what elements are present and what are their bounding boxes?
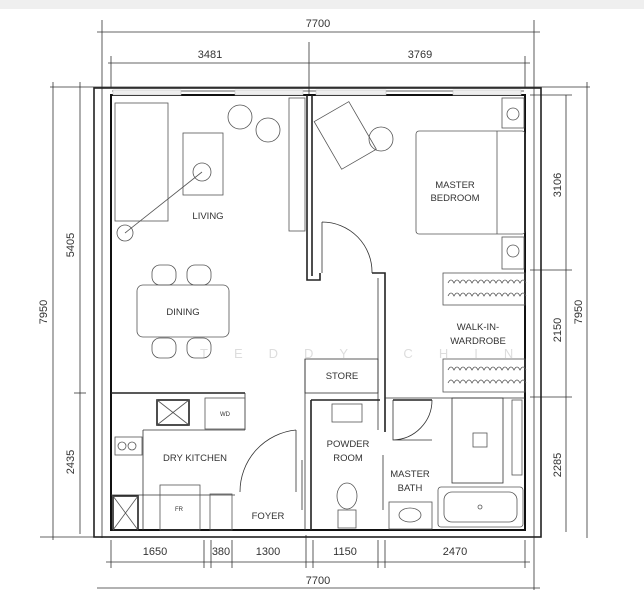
room-label-master-bath-1: MASTER bbox=[390, 469, 430, 480]
coffee-table-icon bbox=[182, 132, 224, 196]
dim-top-right: 3769 bbox=[408, 49, 432, 61]
windows bbox=[112, 89, 522, 96]
room-label-living: LIVING bbox=[192, 211, 223, 222]
cabinet-icon bbox=[112, 495, 139, 531]
room-label-master-bedroom-2: BEDROOM bbox=[430, 193, 479, 204]
dining-table-icon bbox=[136, 264, 230, 359]
room-label-store: STORE bbox=[326, 371, 359, 382]
fridge-icon bbox=[159, 484, 201, 531]
dim-right-lower: 2285 bbox=[552, 453, 564, 477]
room-label-walk-in-wardrobe-2: WARDROBE bbox=[450, 336, 506, 347]
armchair-icon bbox=[227, 104, 253, 130]
sink-icon bbox=[156, 399, 190, 426]
toilet-icon bbox=[331, 403, 363, 529]
dim-bottom-1: 1650 bbox=[143, 546, 167, 558]
room-label-master-bedroom-1: MASTER bbox=[435, 180, 475, 191]
top-dimension-lines bbox=[50, 20, 590, 590]
kitchen-fixtures bbox=[112, 397, 246, 531]
room-label-walk-in-wardrobe-1: WALK-IN- bbox=[457, 322, 499, 333]
watermark: TEDDY CHIN bbox=[200, 346, 539, 361]
dim-right-middle: 2150 bbox=[552, 318, 564, 342]
sofa-icon bbox=[114, 102, 169, 222]
fridge-label: FR bbox=[175, 507, 184, 513]
dim-top-total: 7700 bbox=[306, 18, 330, 30]
hob-icon bbox=[114, 436, 143, 456]
dim-bottom-2: 380 bbox=[212, 546, 230, 558]
room-label-powder-room-1: POWDER bbox=[327, 439, 370, 450]
dim-bottom-total: 7700 bbox=[306, 575, 330, 587]
dim-bottom-5: 2470 bbox=[443, 546, 467, 558]
room-label-dry-kitchen: DRY KITCHEN bbox=[163, 453, 227, 464]
dim-right-total: 7950 bbox=[573, 300, 585, 324]
doors bbox=[239, 221, 433, 510]
washer-dryer-label: WD bbox=[220, 412, 231, 418]
armchair-icon bbox=[255, 117, 281, 143]
room-label-powder-room-2: ROOM bbox=[333, 453, 363, 464]
dim-left-upper: 5405 bbox=[65, 233, 77, 257]
dim-left-lower: 2435 bbox=[65, 450, 77, 474]
dim-left-total: 7950 bbox=[38, 300, 50, 324]
dim-right-upper: 3106 bbox=[552, 173, 564, 197]
dim-top-left: 3481 bbox=[198, 49, 222, 61]
dim-bottom-3: 1300 bbox=[256, 546, 280, 558]
top-bar bbox=[0, 0, 644, 9]
bed-icon bbox=[313, 97, 526, 270]
bottom-dimension-lines bbox=[97, 535, 540, 589]
exterior-walls bbox=[93, 87, 542, 538]
room-label-dining: DINING bbox=[166, 307, 199, 318]
interior-walls bbox=[111, 95, 525, 530]
wardrobe-shelves-icon bbox=[442, 272, 527, 393]
washer-dryer-icon bbox=[204, 397, 246, 430]
bathtub-icon bbox=[388, 399, 524, 530]
tv-console-icon bbox=[288, 97, 306, 232]
right-dimension-lines bbox=[530, 82, 588, 538]
dim-bottom-4: 1150 bbox=[333, 546, 357, 558]
living-furniture bbox=[114, 97, 306, 242]
room-label-foyer: FOYER bbox=[252, 511, 285, 522]
room-label-master-bath-2: BATH bbox=[398, 483, 423, 494]
